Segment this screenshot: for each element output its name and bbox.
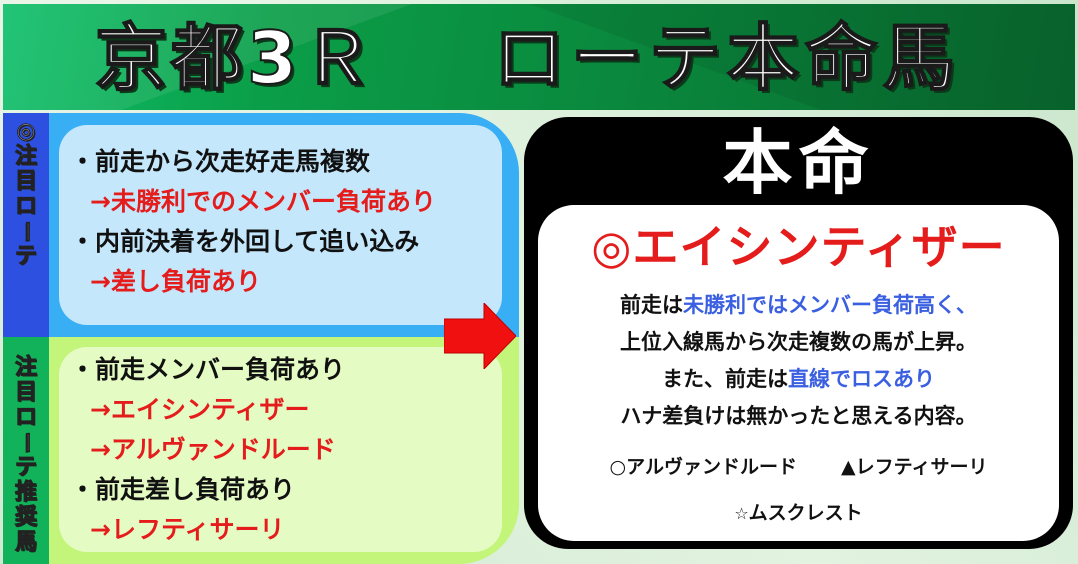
list-item: ・前走差し負荷あり: [70, 475, 296, 504]
main-pick-heading: 本命: [722, 122, 875, 204]
focus-rotation-list: ・前走から次走好走馬複数 →未勝利でのメンバー負荷あり ・内前決着を外回して追い…: [70, 142, 436, 302]
description-text: 前走は: [620, 293, 683, 317]
header-banner: 京都3Ｒ ローテ本命馬: [3, 4, 1075, 110]
main-pick-description: 前走は未勝利ではメンバー負荷高く、 上位入線馬から次走複数の馬が上昇。 また、前…: [538, 287, 1059, 435]
label-char: 注: [14, 355, 37, 381]
main-pick-card: 本命 ◎エイシンティザー 前走は未勝利ではメンバー負荷高く、 上位入線馬から次走…: [524, 117, 1073, 549]
description-text: 上位入線馬から次走複数の馬が上昇。: [620, 330, 977, 354]
description-line: 上位入線馬から次走複数の馬が上昇。: [538, 324, 1059, 361]
list-item-result: →未勝利でのメンバー負荷あり: [90, 187, 436, 216]
list-item: ・前走から次走好走馬複数: [70, 147, 371, 176]
right-arrow-icon: [444, 303, 516, 369]
label-char: 注: [14, 144, 37, 170]
label-char: ロ: [14, 405, 37, 431]
description-text: また、前走は: [662, 367, 788, 391]
recommended-label: 注 目 ロ ー テ 推 奨 馬: [3, 337, 49, 564]
label-char: ロ: [14, 194, 37, 220]
label-char: テ: [14, 244, 37, 270]
description-line: また、前走は直線でロスあり: [538, 361, 1059, 398]
horse-name: アルヴァンドルード: [626, 456, 797, 478]
double-circle-mark: ◎: [591, 220, 633, 274]
main-pick-panel: ◎エイシンティザー 前走は未勝利ではメンバー負荷高く、 上位入線馬から次走複数の…: [538, 205, 1059, 541]
label-char: 目: [14, 169, 37, 195]
other-picks: ○アルヴァンドルード ▲レフティサーリ ☆ムスクレスト: [538, 447, 1059, 534]
other-pick: ▲レフティサーリ: [841, 447, 988, 487]
label-char: 推: [14, 480, 37, 506]
list-item-result: →レフティサーリ: [90, 515, 285, 544]
race-title: 京都3Ｒ: [94, 15, 378, 101]
description-text: ハナ差負けは無かったと思える内容。: [620, 404, 977, 428]
list-item-result: →エイシンティザー: [90, 395, 310, 424]
main-pick-horse: ◎エイシンティザー: [538, 217, 1059, 277]
list-item-result: →アルヴァンドルード: [90, 435, 336, 464]
label-char: 馬: [14, 530, 37, 556]
horse-name: レフティサーリ: [855, 456, 988, 478]
other-pick: ☆ムスクレスト: [734, 502, 862, 524]
other-pick: ○アルヴァンドルード: [610, 447, 797, 487]
star-mark: ☆: [734, 504, 749, 523]
circle-mark: ○: [609, 456, 627, 478]
horse-name: ムスクレスト: [748, 502, 863, 524]
label-char: 奨: [14, 505, 37, 531]
list-item: ・内前決着を外回して追い込み: [70, 227, 420, 256]
recommended-list: ・前走メンバー負荷あり →エイシンティザー →アルヴァンドルード ・前走差し負荷…: [70, 350, 345, 550]
focus-rotation-panel: [59, 125, 502, 325]
triangle-mark: ▲: [840, 456, 856, 478]
label-char: テ: [14, 455, 37, 481]
label-char: 目: [14, 380, 37, 406]
description-line: 前走は未勝利ではメンバー負荷高く、: [538, 287, 1059, 324]
label-char: ◎: [16, 119, 36, 145]
list-item-result: →差し負荷あり: [90, 267, 261, 296]
focus-rotation-label: ◎ 注 目 ロ ー テ: [3, 113, 49, 337]
page-title: ローテ本命馬: [492, 15, 962, 101]
description-highlight: 未勝利ではメンバー負荷高く、: [683, 293, 977, 317]
label-char: ー: [13, 220, 39, 243]
description-line: ハナ差負けは無かったと思える内容。: [538, 398, 1059, 435]
recommended-panel: [59, 347, 502, 552]
horse-name: エイシンティザー: [632, 220, 1006, 274]
label-char: ー: [13, 431, 39, 454]
list-item: ・前走メンバー負荷あり: [70, 355, 346, 384]
description-highlight: 直線でロスあり: [788, 367, 935, 391]
